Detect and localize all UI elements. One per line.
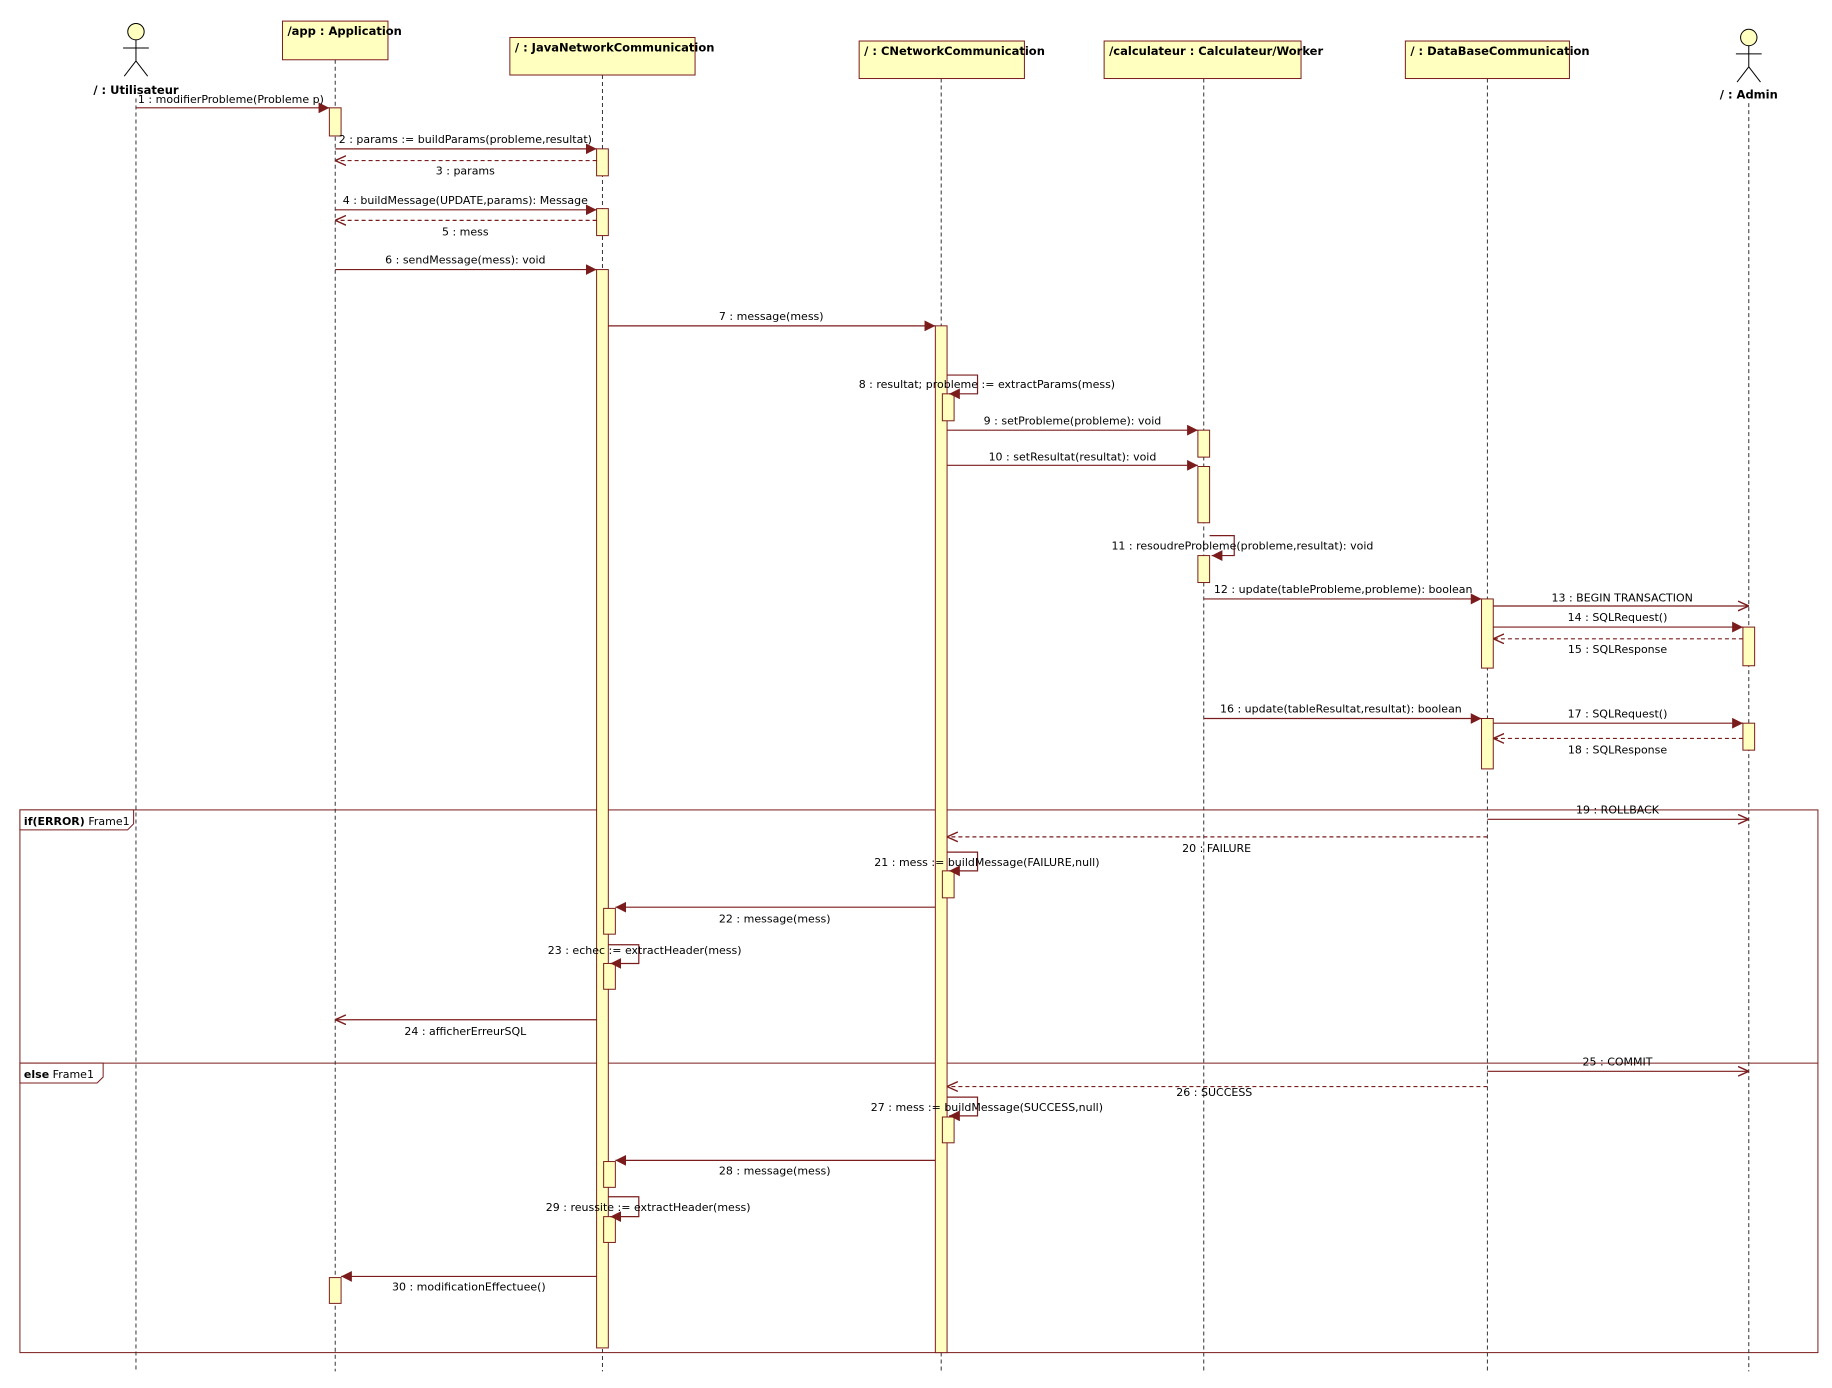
message-label-25: 25 : COMMIT <box>1583 1055 1653 1068</box>
message-label-27: 27 : mess := buildMessage(SUCCESS,null) <box>871 1101 1103 1114</box>
message-label-5: 5 : mess <box>442 226 489 239</box>
message-label-13: 13 : BEGIN TRANSACTION <box>1551 591 1692 604</box>
activation-bar <box>596 269 609 1349</box>
actor-head <box>127 22 145 41</box>
activation-bar <box>603 1161 616 1188</box>
message-label-6: 6 : sendMessage(mess): void <box>385 254 545 267</box>
fragment-operand-tab <box>19 809 135 831</box>
message-label-16: 16 : update(tableResultat,resultat): boo… <box>1220 703 1462 716</box>
message-label-30: 30 : modificationEffectuee() <box>392 1280 546 1293</box>
message-label-20: 20 : FAILURE <box>1182 842 1251 855</box>
activation-bar <box>934 325 948 1354</box>
message-label-4: 4 : buildMessage(UPDATE,params): Message <box>343 194 588 207</box>
message-label-17: 17 : SQLRequest() <box>1568 707 1668 720</box>
combined-fragment-frame <box>19 809 1819 1354</box>
message-label-7: 7 : message(mess) <box>719 310 824 323</box>
actor-leg-right <box>1748 66 1761 83</box>
activation-bar <box>1481 718 1494 770</box>
self-message-arrow-21 <box>947 851 979 877</box>
participant-box-app <box>281 20 389 61</box>
self-message-arrow-29 <box>608 1196 640 1223</box>
participant-label-calc: /calculateur : Calculateur/Worker <box>1109 44 1323 58</box>
activation-bar <box>1197 429 1211 458</box>
activation-bar <box>1742 722 1756 751</box>
message-label-10: 10 : setResultat(resultat): void <box>989 451 1157 464</box>
actor-head <box>1740 28 1758 47</box>
message-label-18: 18 : SQLResponse <box>1568 744 1668 757</box>
participant-box-jnc <box>509 37 696 76</box>
participant-label-user: / : Utilisateur <box>93 83 179 97</box>
message-label-12: 12 : update(tableProbleme,probleme): boo… <box>1214 583 1473 596</box>
message-label-19: 19 : ROLLBACK <box>1576 803 1660 816</box>
participant-box-db <box>1404 40 1570 80</box>
activation-bar <box>1742 626 1756 667</box>
message-label-1: 1 : modifierProbleme(Probleme p) <box>138 93 324 106</box>
message-label-28: 28 : message(mess) <box>719 1164 831 1177</box>
self-message-arrow-8 <box>947 374 979 400</box>
actor-leg-left <box>123 60 137 77</box>
activation-bar <box>603 907 616 935</box>
message-label-29: 29 : reussite := extractHeader(mess) <box>546 1201 751 1214</box>
operand-name: Frame1 <box>88 815 129 828</box>
message-label-22: 22 : message(mess) <box>719 912 831 925</box>
activation-bar <box>603 1216 616 1243</box>
fragment-operand-label: if(ERROR) Frame1 <box>24 815 130 828</box>
message-label-11: 11 : resoudreProbleme(probleme,resultat)… <box>1111 540 1373 553</box>
operand-name: Frame1 <box>53 1068 94 1081</box>
participant-label-cnc: / : CNetworkCommunication <box>864 44 1045 58</box>
activation-bar <box>941 1116 955 1144</box>
actor-leg-left <box>1736 66 1750 83</box>
self-message-arrow-27 <box>947 1096 979 1122</box>
activation-bar <box>328 107 342 137</box>
message-label-15: 15 : SQLResponse <box>1568 643 1668 656</box>
activation-bar <box>941 870 955 899</box>
participant-label-db: / : DataBaseCommunication <box>1410 44 1589 58</box>
activation-bar <box>596 208 609 237</box>
participant-box-cnc <box>858 40 1025 80</box>
participant-label-admin: / : Admin <box>1720 87 1778 101</box>
operand-guard: else <box>24 1068 49 1081</box>
message-label-26: 26 : SUCCESS <box>1176 1086 1252 1099</box>
fragment-operand-tab <box>19 1062 104 1084</box>
message-label-3: 3 : params <box>436 165 495 178</box>
activation-bar <box>1197 555 1211 584</box>
activation-bar <box>328 1277 342 1304</box>
operand-guard: if(ERROR) <box>24 815 85 828</box>
activation-bar <box>1481 598 1494 669</box>
message-label-2: 2 : params := buildParams(probleme,resul… <box>339 133 592 146</box>
activation-bar <box>596 148 609 177</box>
self-message-arrow-23 <box>608 944 640 969</box>
message-label-8: 8 : resultat; probleme := extractParams(… <box>859 378 1115 391</box>
participant-box-calc <box>1103 40 1302 80</box>
activation-bar <box>603 962 616 990</box>
message-label-14: 14 : SQLRequest() <box>1568 611 1668 624</box>
message-label-23: 23 : echec := extractHeader(mess) <box>548 944 742 957</box>
message-label-21: 21 : mess := buildMessage(FAILURE,null) <box>874 856 1099 869</box>
activation-bar <box>1197 465 1211 524</box>
message-label-24: 24 : afficherErreurSQL <box>404 1025 527 1038</box>
message-label-9: 9 : setProbleme(probleme): void <box>984 414 1162 427</box>
actor-leg-right <box>135 60 149 77</box>
fragment-operand-label: else Frame1 <box>24 1068 94 1081</box>
participant-label-jnc: / : JavaNetworkCommunication <box>515 41 715 55</box>
activation-bar <box>941 393 955 422</box>
participant-label-app: /app : Application <box>287 24 401 38</box>
self-message-arrow-11 <box>1209 535 1235 561</box>
